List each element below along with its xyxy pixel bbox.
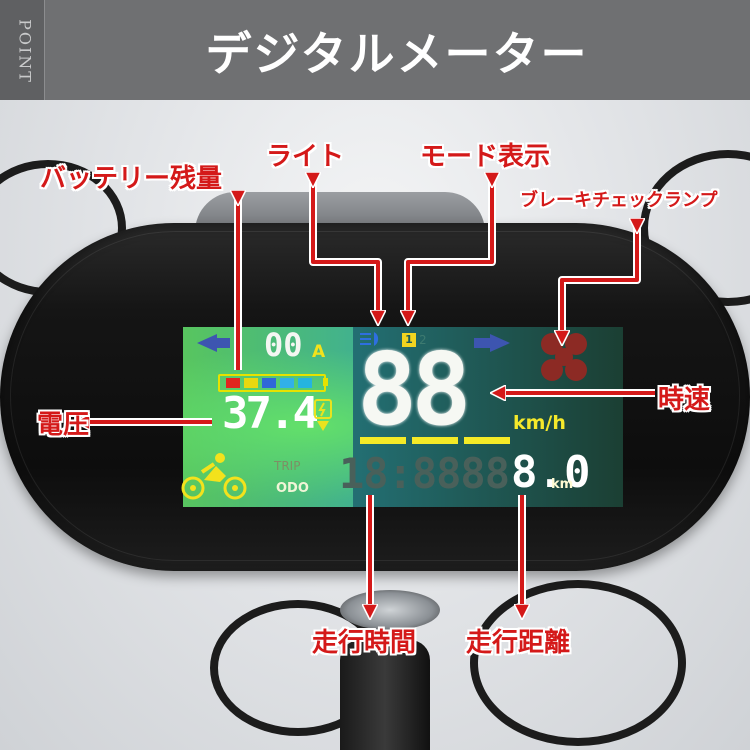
voltage-label: 電圧 — [37, 410, 90, 440]
current-readout: 00 — [264, 326, 303, 364]
distance-readout: 8.0 — [511, 447, 591, 498]
speed-label: 時速 — [658, 385, 711, 415]
odometer-readout: 18:8888 — [339, 449, 510, 498]
distance-unit: km — [551, 477, 574, 492]
speed-bar — [412, 437, 458, 444]
speed-unit: km/h — [513, 412, 566, 434]
battery-segment — [244, 378, 258, 388]
ride-time-label: 走行時間 — [312, 628, 417, 658]
mode-label: モード表示 — [420, 142, 551, 172]
ignition-key — [340, 590, 440, 630]
turn-signal-right-icon — [490, 334, 510, 352]
turn-signal-left-icon-bar — [214, 338, 230, 348]
lcd-screen-right-panel — [353, 327, 623, 507]
point-badge: POINT — [0, 0, 45, 100]
ride-distance-label: 走行距離 — [466, 628, 571, 658]
battery-segment — [226, 378, 240, 388]
stem — [340, 640, 430, 750]
speed-readout: 88 — [357, 331, 471, 448]
background-cable — [470, 580, 686, 746]
light-label: ライト — [266, 142, 345, 172]
lcd-screen — [183, 327, 623, 507]
turn-signal-right-icon-bar — [474, 338, 490, 348]
brake-check-lamp-label: ブレーキチェックランプ — [520, 190, 718, 211]
header-band: POINT デジタルメーター — [0, 0, 750, 100]
cyclist-icon — [181, 453, 247, 500]
current-unit: A — [312, 342, 326, 362]
brake-lamp-icon — [541, 333, 587, 381]
mode-icon-alt: 2 — [419, 333, 427, 347]
battery-segment — [262, 378, 276, 388]
point-badge-label: POINT — [15, 19, 35, 84]
odo-label: ODO — [276, 481, 309, 496]
speed-bar — [360, 437, 406, 444]
speed-bar — [464, 437, 510, 444]
trip-label: TRIP — [274, 459, 301, 473]
headlight-icon — [360, 332, 379, 346]
voltage-readout: 37.4 — [222, 388, 319, 439]
mode-icon: 1 — [402, 333, 416, 347]
charging-plug-icon — [314, 399, 332, 431]
battery-icon-tip — [323, 378, 328, 386]
battery-segment — [298, 378, 312, 388]
turn-signal-left-icon — [197, 334, 217, 352]
battery-level-label: バッテリー残量 — [40, 164, 223, 194]
battery-segment — [280, 378, 294, 388]
page-title: デジタルメーター — [205, 27, 589, 81]
